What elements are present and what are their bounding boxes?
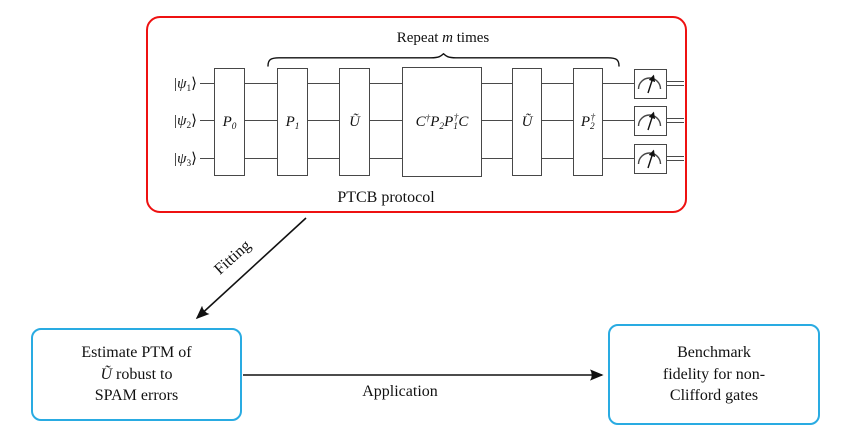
meter-icon <box>637 149 662 169</box>
classical-wire-1 <box>667 81 684 87</box>
estimate-box-line-3: SPAM errors <box>94 387 179 405</box>
classical-wire-2 <box>667 118 684 124</box>
gate-p2-dagger-label: P2† <box>580 113 596 132</box>
repeat-brace <box>267 53 620 67</box>
benchmark-box-line-1: Benchmark <box>677 344 751 362</box>
gate-p1: P1 <box>277 68 308 176</box>
estimate-box: Estimate PTM of Ũ robust to SPAM errors <box>31 328 242 421</box>
measurement-meter-1 <box>634 69 667 99</box>
gate-p2-dagger: P2† <box>573 68 603 176</box>
gate-p0-label: P0 <box>222 113 237 132</box>
estimate-box-line-2: Ũ robust to <box>100 365 173 383</box>
gate-p1-label: P1 <box>285 113 300 132</box>
gate-conjugated-pauli-label: C†P2P1†C <box>415 113 469 132</box>
measurement-meter-3 <box>634 144 667 174</box>
benchmark-box: Benchmark fidelity for non- Clifford gat… <box>608 324 820 425</box>
gate-u-tilde-2-label: Ũ <box>521 113 533 130</box>
input-state-psi2: |ψ2⟩ <box>174 113 197 131</box>
gate-conjugated-pauli: C†P2P1†C <box>402 67 482 177</box>
meter-icon <box>637 111 662 131</box>
meter-icon <box>637 74 662 94</box>
gate-u-tilde-2: Ũ <box>512 68 542 176</box>
circuit-title: PTCB protocol <box>337 189 435 206</box>
repeat-label: Repeat m times <box>396 30 490 46</box>
input-state-psi1: |ψ1⟩ <box>174 76 197 94</box>
gate-p0: P0 <box>214 68 245 176</box>
application-label: Application <box>362 383 438 400</box>
classical-wire-3 <box>667 156 684 162</box>
input-state-psi3: |ψ3⟩ <box>174 151 197 169</box>
measurement-meter-2 <box>634 106 667 136</box>
gate-u-tilde-1: Ũ <box>339 68 370 176</box>
fitting-label: Fitting <box>211 237 255 279</box>
benchmark-box-line-2: fidelity for non- <box>662 365 766 383</box>
gate-u-tilde-1-label: Ũ <box>349 113 360 130</box>
estimate-box-line-1: Estimate PTM of <box>81 344 192 362</box>
benchmark-box-line-3: Clifford gates <box>669 387 759 405</box>
